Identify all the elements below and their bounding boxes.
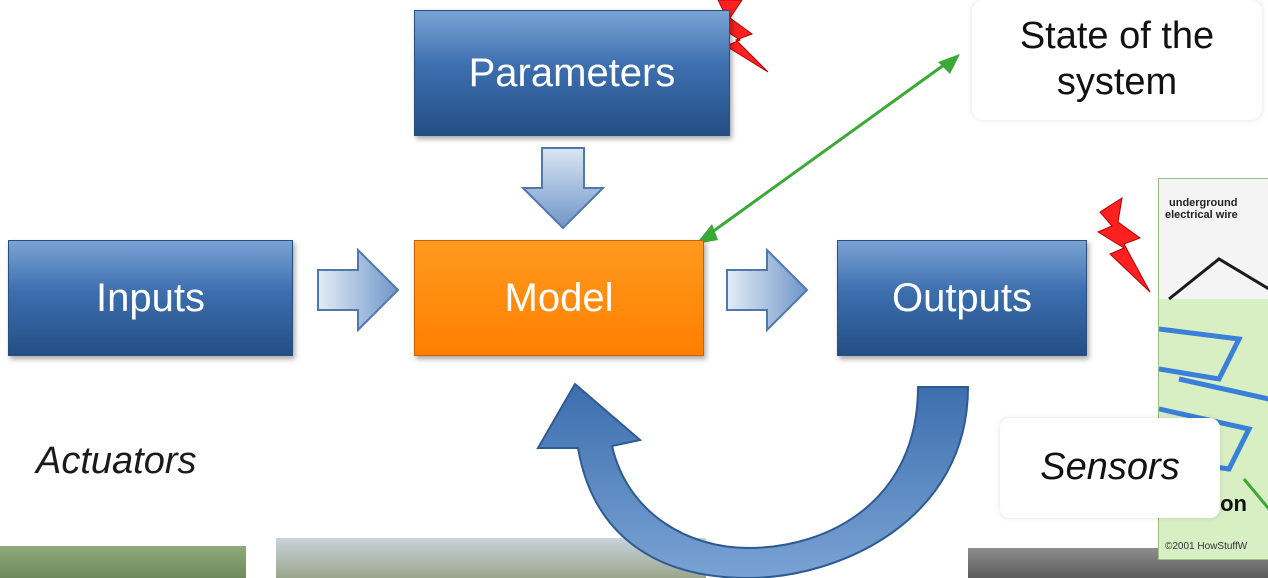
outputs-box: Outputs	[837, 240, 1087, 356]
lightning-bolt-outputs-icon	[1096, 196, 1151, 293]
inset-credit: ©2001 HowStuffW	[1165, 541, 1248, 552]
arrow-inputs-to-model	[317, 247, 400, 333]
state-label-line1: State of the	[1019, 15, 1215, 58]
arrow-model-to-outputs	[726, 247, 809, 333]
parameters-label: Parameters	[468, 50, 676, 95]
inputs-label: Inputs	[96, 275, 205, 320]
sensors-callout: Sensors	[1000, 418, 1220, 518]
model-label: Model	[504, 275, 614, 320]
feedback-curved-arrow	[536, 382, 970, 578]
outputs-label: Outputs	[891, 275, 1033, 320]
state-label-line2: system	[1056, 61, 1178, 103]
bottom-photo-left	[0, 546, 246, 578]
arrow-parameters-to-model	[520, 147, 606, 230]
inputs-box: Inputs	[8, 240, 293, 356]
inset-label-wire: electrical wire	[1165, 209, 1238, 221]
actuators-label: Actuators	[36, 440, 197, 482]
model-box: Model	[414, 240, 704, 356]
state-connector-line	[707, 60, 949, 237]
state-connector-head-model	[696, 224, 718, 244]
state-of-system-callout: State of the system	[972, 0, 1262, 120]
state-connector-head-state	[938, 54, 960, 74]
parameters-box: Parameters	[414, 10, 730, 136]
sensors-label: Sensors	[1040, 446, 1180, 489]
inset-label-underground: underground	[1169, 197, 1238, 209]
